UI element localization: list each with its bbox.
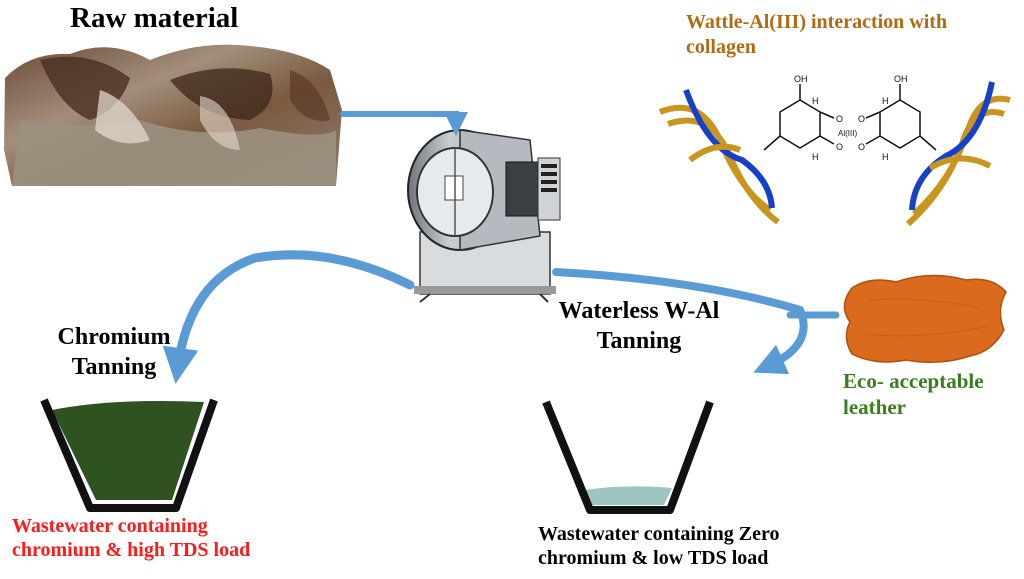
leather-hide-image [843, 274, 1007, 363]
h-label-3: H [882, 96, 889, 106]
chromium-line1: Chromium [57, 324, 171, 350]
wattle-title-line2: collagen [686, 36, 756, 58]
waterless-tanning-label: Waterless W-Al Tanning [546, 296, 732, 356]
h-label-2: H [812, 152, 819, 162]
molecule-labels: OH OH H O O H H O O H Al(III) [794, 74, 908, 162]
waste-zero-line1: Wastewater containing Zero [538, 523, 780, 545]
wattle-title-line1: Wattle-Al(III) interaction with [686, 11, 948, 33]
waste-chrom-line1: Wastewater containing [12, 515, 208, 537]
raw-hides-image [4, 44, 342, 186]
oh-label-left: OH [794, 74, 808, 84]
waterless-line2: Tanning [596, 328, 682, 354]
o-label-4: O [858, 142, 865, 152]
eco-line1: Eco- acceptable [843, 369, 984, 393]
waterless-line1: Waterless W-Al [558, 298, 720, 324]
wattle-al-title: Wattle-Al(III) interaction with collagen [686, 10, 1006, 60]
arrow-raw-to-drum [340, 111, 468, 136]
raw-material-label: Raw material [70, 2, 239, 34]
arrow-drum-to-waterless [552, 268, 808, 375]
waste-chrom-line2: chromium & high TDS load [12, 539, 251, 562]
beaker-clear-icon [542, 400, 714, 514]
wastewater-chromium-caption: Wastewater containing chromium & high TD… [12, 514, 250, 563]
oh-label-right: OH [894, 74, 908, 84]
eco-line2: leather [843, 395, 906, 420]
chromium-tanning-label: Chromium Tanning [50, 322, 178, 382]
tanning-drum-image [407, 129, 561, 303]
chromium-line2: Tanning [71, 354, 157, 380]
collagen-helix-left [658, 88, 780, 225]
arrow-drum-to-chromium [162, 250, 415, 384]
wattle-molecule [763, 84, 937, 151]
beaker-green-icon [40, 398, 218, 512]
eco-leather-label: Eco- acceptable leather [843, 368, 1008, 421]
wastewater-zero-caption: Wastewater containing Zero chromium & lo… [538, 522, 779, 571]
o-label-3: O [858, 114, 865, 124]
al-label: Al(III) [838, 129, 857, 138]
h-label-4: H [882, 152, 889, 162]
h-label-1: H [812, 96, 819, 106]
o-label-2: O [836, 142, 843, 152]
o-label-1: O [836, 114, 843, 124]
waste-zero-line2: chromium & low TDS load [538, 547, 769, 570]
collagen-helix-right [905, 81, 1011, 227]
process-arrows [162, 111, 840, 384]
